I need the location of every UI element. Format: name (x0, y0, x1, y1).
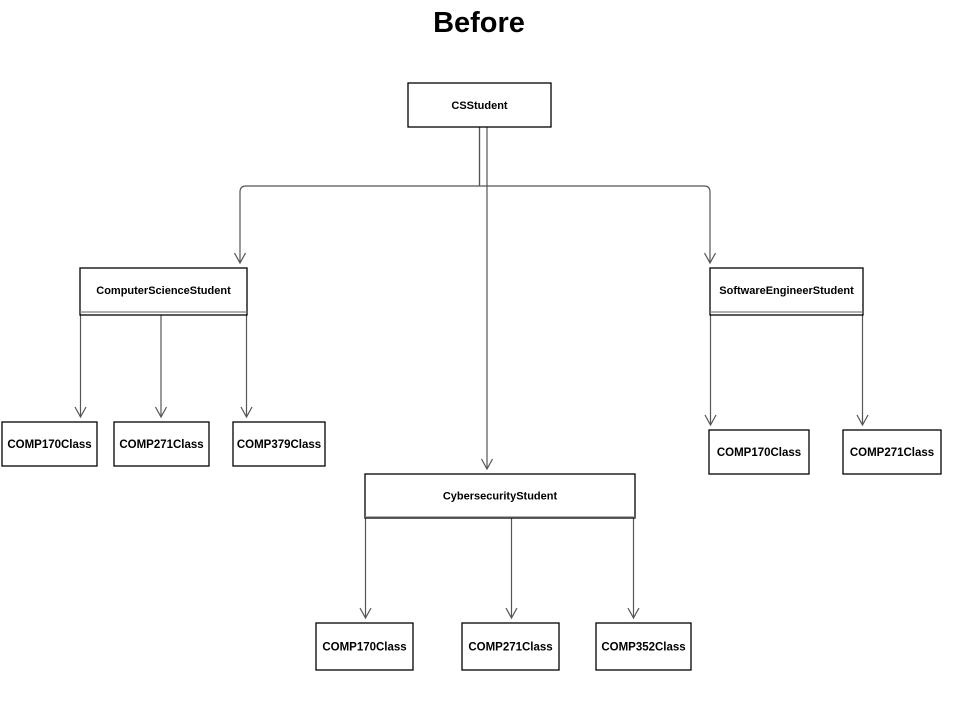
edge-softwareengineerstudent-to-comp271 (856, 312, 869, 427)
class-name-label: COMP170Class (322, 642, 406, 654)
class-name-label: COMP271Class (850, 447, 934, 459)
edge-computersciencestudent-to-comp379 (240, 312, 253, 419)
class-name-label: SoftwareEngineerStudent (719, 285, 854, 297)
class-box-cy-comp271[interactable]: COMP271Class (461, 622, 560, 671)
class-box-cs-comp170[interactable]: COMP170Class (1, 421, 98, 467)
class-box-cy-comp170[interactable]: COMP170Class (315, 622, 414, 671)
edge-softwareengineerstudent-to-comp170 (704, 312, 717, 427)
class-box-border (1, 421, 98, 467)
class-box-cs-comp271[interactable]: COMP271Class (113, 421, 210, 467)
arrow-head-icon (703, 252, 717, 265)
arrow-head-icon (704, 414, 717, 427)
connector-layer (74, 127, 869, 620)
class-box-cybersecuritystudent[interactable]: CybersecurityStudent (364, 473, 636, 519)
class-box-se-comp271[interactable]: COMP271Class (842, 429, 942, 475)
page-title: Before (433, 7, 525, 39)
class-name-label: COMP170Class (717, 447, 801, 459)
edge-csstudent-to-computersciencestudent (233, 127, 481, 265)
class-box-computersciencestudent[interactable]: ComputerScienceStudent (79, 267, 248, 316)
class-box-csstudent[interactable]: CSStudent (407, 82, 552, 128)
class-box-border (709, 267, 864, 316)
class-box-border (407, 82, 552, 128)
class-box-border (113, 421, 210, 467)
class-box-border (842, 429, 942, 475)
class-box-border (708, 429, 810, 475)
arrow-head-icon (359, 607, 372, 620)
arrow-head-icon (480, 458, 494, 471)
edge-computersciencestudent-to-comp170 (74, 312, 87, 419)
class-box-border (232, 421, 326, 467)
edge-cybersecuritystudent-to-comp352 (627, 517, 640, 620)
class-name-label: COMP271Class (119, 439, 203, 451)
class-box-border (461, 622, 560, 671)
class-name-label: COMP170Class (7, 439, 91, 451)
node-layer: CSStudent ComputerScienceStudent Softwar… (1, 82, 942, 671)
edge-cybersecuritystudent-to-comp170 (359, 517, 372, 620)
class-box-border (315, 622, 414, 671)
arrow-head-icon (505, 607, 518, 620)
class-box-border (79, 267, 248, 316)
class-name-label: ComputerScienceStudent (96, 285, 231, 297)
arrow-head-icon (856, 414, 869, 427)
class-name-label: COMP271Class (468, 642, 552, 654)
class-box-border (364, 473, 636, 519)
class-name-label: CSStudent (451, 100, 508, 112)
arrow-head-icon (154, 406, 168, 419)
class-box-cy-comp352[interactable]: COMP352Class (595, 622, 692, 671)
edge-line (478, 127, 711, 262)
edge-computersciencestudent-to-comp271 (154, 312, 168, 419)
arrow-head-icon (74, 406, 87, 419)
edge-line (239, 127, 481, 262)
class-box-border (595, 622, 692, 671)
class-box-cs-comp379[interactable]: COMP379Class (232, 421, 326, 467)
edge-csstudent-to-softwareengineerstudent (478, 127, 717, 265)
edge-csstudent-to-cybersecuritystudent (480, 127, 494, 471)
class-box-softwareengineerstudent[interactable]: SoftwareEngineerStudent (709, 267, 864, 316)
class-name-label: CybersecurityStudent (443, 491, 558, 503)
class-name-label: COMP352Class (601, 642, 685, 654)
edge-cybersecuritystudent-to-comp271 (505, 517, 518, 620)
arrow-head-icon (627, 607, 640, 620)
class-box-se-comp170[interactable]: COMP170Class (708, 429, 810, 475)
arrow-head-icon (233, 252, 247, 265)
class-name-label: COMP379Class (237, 439, 321, 451)
arrow-head-icon (240, 406, 253, 419)
